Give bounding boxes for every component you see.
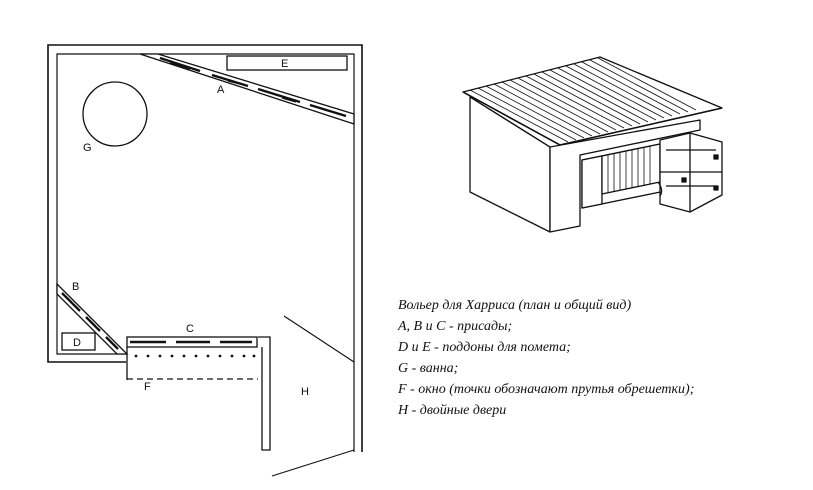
window-cage (581, 141, 671, 209)
label-a: A (217, 84, 225, 96)
label-d: D (73, 337, 81, 349)
plan-partition (258, 336, 271, 451)
legend-item-pans: D и E - поддоны для помета; (398, 340, 571, 355)
plan-outer-wall (47, 44, 363, 452)
plan-inner-wall (56, 53, 355, 452)
double-doors-h (271, 315, 355, 477)
legend-item-doors: H - двойные двери (398, 403, 507, 418)
label-h: H (301, 386, 309, 398)
window-bars (134, 354, 256, 358)
label-e: E (281, 58, 288, 70)
bath-g (82, 81, 148, 147)
legend: Вольер для Харриса (план и общий вид) A,… (398, 295, 808, 421)
door-boxes (657, 132, 723, 213)
pan-e (226, 55, 348, 71)
floor-plan: E A G B C D F H (47, 44, 363, 477)
perch-b (56, 282, 129, 355)
label-f: F (144, 381, 151, 393)
pan-d (61, 332, 96, 351)
window-f (126, 347, 258, 380)
aviary-perspective (462, 56, 723, 233)
perch-a (139, 53, 355, 125)
corrugated-roof (462, 56, 723, 146)
legend-title: Вольер для Харриса (план и общий вид) (398, 298, 632, 313)
label-c: C (186, 323, 194, 335)
perch-c (126, 336, 258, 348)
legend-item-window: F - окно (точки обозначают прутья обреше… (398, 382, 695, 397)
building-walls (469, 96, 701, 233)
label-b: B (72, 281, 79, 293)
legend-item-perches: A, B и C - присады; (398, 319, 513, 334)
legend-item-bath: G - ванна; (398, 361, 459, 376)
label-g: G (83, 142, 92, 154)
